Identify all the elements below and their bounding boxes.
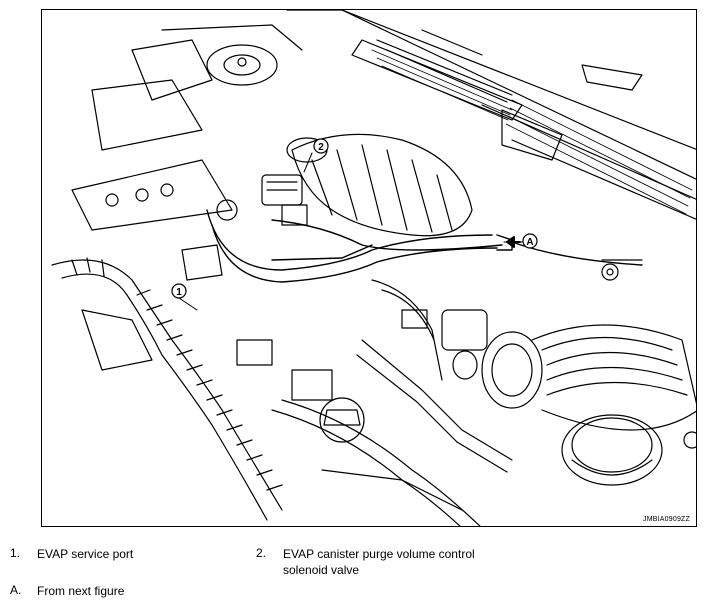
callout-1-label: 1 [176, 287, 182, 298]
purge-solenoid-valve [216, 174, 308, 226]
filler-cap [561, 414, 663, 486]
callout-a: A [522, 233, 538, 249]
wiring-harness [51, 257, 481, 526]
throttle-body [441, 309, 696, 431]
legend-item-2-text: EVAP canister purge volume control solen… [283, 547, 475, 577]
flow-arrow [506, 236, 521, 248]
figure-code: JMBIA0909ZZ [643, 516, 690, 523]
legend-item-a-text: From next figure [37, 584, 125, 598]
evap-hoses [206, 209, 643, 283]
intake-manifold [286, 133, 473, 237]
engine-line-drawing: 1 2 A [51, 10, 696, 526]
strut-tower [71, 24, 303, 231]
legend-item-a-letter: A. [10, 583, 22, 597]
callout-a-label: A [526, 237, 533, 248]
center-components [81, 244, 696, 511]
vent-grille [371, 49, 693, 215]
callout-2-label: 2 [318, 142, 324, 153]
callout-leaders [178, 152, 523, 311]
legend-item-2-number: 2. [256, 546, 267, 560]
callout-1: 1 [171, 283, 187, 299]
legend-item-1-number: 1. [10, 546, 21, 560]
legend-item-1-text: EVAP service port [37, 547, 134, 561]
engine-diagram-frame: 1 2 A JMBIA0909ZZ [41, 9, 697, 527]
callout-2: 2 [313, 138, 329, 154]
